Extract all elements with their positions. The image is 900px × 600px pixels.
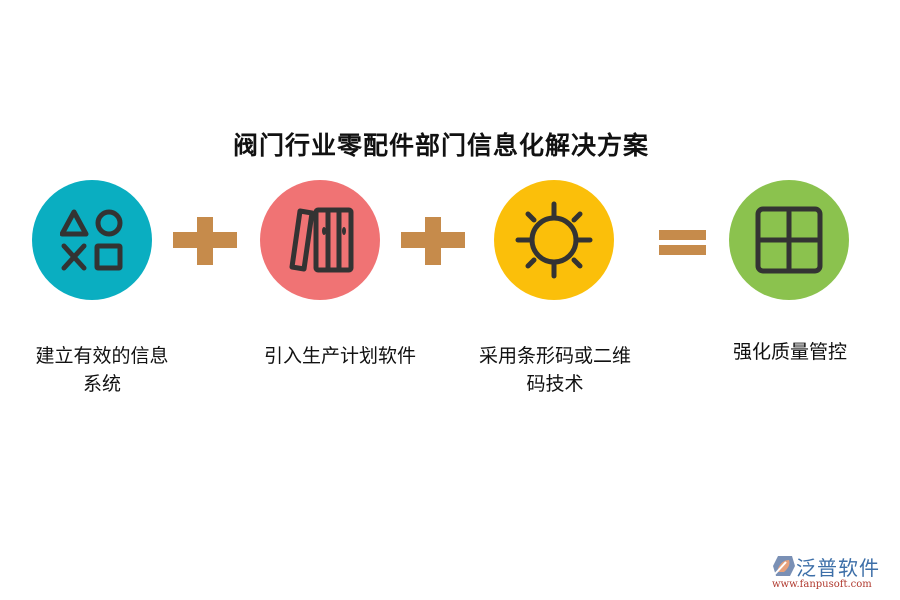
step-2-circle xyxy=(260,180,380,300)
step-4-circle xyxy=(729,180,849,300)
logo-name: 泛普软件 xyxy=(796,556,880,580)
fanpu-logo: 泛普软件 www.fanpusoft.com xyxy=(770,552,895,597)
logo-url: www.fanpusoft.com xyxy=(772,579,872,590)
gear-sun-icon xyxy=(515,201,593,279)
step-1-circle xyxy=(32,180,152,300)
step-3-label: 采用条形码或二维 码技术 xyxy=(478,345,631,395)
step-1-label: 建立有效的信息 系统 xyxy=(35,345,169,395)
shapes-icon xyxy=(60,209,123,271)
step-3-circle xyxy=(494,180,614,300)
logo-mark-icon xyxy=(773,556,795,576)
binders-icon xyxy=(289,207,354,273)
step-2-label: 引入生产计划软件 xyxy=(263,345,416,367)
step-4-label: 强化质量管控 xyxy=(732,341,847,363)
page-title: 阀门行业零配件部门信息化解决方案 xyxy=(232,131,649,160)
grid-icon xyxy=(755,206,823,274)
